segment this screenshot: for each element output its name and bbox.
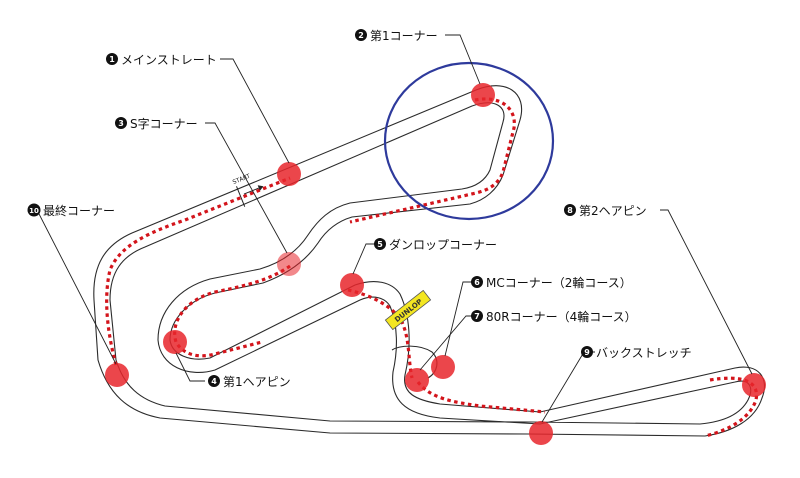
svg-text:3: 3 — [118, 119, 124, 128]
spot-final-corner — [105, 363, 129, 387]
svg-text:6: 6 — [474, 278, 480, 287]
svg-text:2: 2 — [358, 31, 364, 40]
label-dunlop-corner: 5 ダンロップコーナー — [374, 237, 497, 252]
leader-final-corner — [30, 209, 117, 365]
racing-line-dunlop — [347, 288, 414, 379]
spot-mc-corner — [431, 355, 455, 379]
svg-text:S字コーナー: S字コーナー — [130, 116, 198, 131]
racing-line-s — [173, 264, 291, 358]
label-first-corner: 2 第1コーナー — [355, 29, 438, 43]
racing-line-main — [105, 176, 291, 366]
label-mc-corner: 6 MCコーナー（2輪コース） — [471, 275, 632, 290]
spot-first-hairpin — [163, 330, 187, 354]
leader-back-stretch — [541, 351, 595, 423]
spot-dunlop-corner — [340, 273, 364, 297]
svg-text:バックストレッチ: バックストレッチ — [596, 346, 692, 360]
svg-text:MCコーナー（2輪コース）: MCコーナー（2輪コース） — [486, 275, 632, 290]
label-main-straight: 1 メインストレート — [106, 53, 217, 67]
racing-line-hairpin2 — [704, 376, 759, 438]
leader-mc — [444, 281, 472, 357]
svg-text:ダンロップコーナー: ダンロップコーナー — [389, 237, 497, 252]
leader-s-corner — [205, 122, 288, 254]
svg-text:第2ヘアピン: 第2ヘアピン — [579, 204, 647, 218]
spot-back-stretch — [529, 421, 553, 445]
leader-second-hairpin — [660, 209, 753, 375]
svg-text:9: 9 — [584, 348, 590, 357]
svg-text:メインストレート: メインストレート — [121, 53, 217, 67]
svg-text:5: 5 — [377, 240, 383, 249]
focus-circle-first-corner — [383, 61, 555, 221]
svg-text:10: 10 — [29, 207, 39, 215]
svg-text:4: 4 — [211, 377, 217, 386]
spot-s-corner — [277, 252, 301, 276]
spot-first-corner — [471, 83, 495, 107]
spot-second-hairpin — [742, 373, 766, 397]
svg-text:80Rコーナー（4輪コース）: 80Rコーナー（4輪コース） — [486, 309, 637, 324]
spot-main-straight — [277, 162, 301, 186]
svg-text:8: 8 — [567, 206, 573, 215]
svg-text:第1ヘアピン: 第1ヘアピン — [223, 375, 291, 389]
leader-first-hairpin — [175, 352, 205, 382]
leader-dunlop — [352, 243, 375, 275]
track-outline-inner — [109, 102, 752, 425]
leader-main-straight — [220, 58, 290, 164]
leader-first-corner — [445, 34, 481, 85]
svg-text:1: 1 — [109, 55, 115, 64]
label-80r-corner: 7 80Rコーナー（4輪コース） — [471, 309, 637, 324]
racing-line-turn1 — [349, 97, 516, 224]
svg-text:7: 7 — [474, 312, 480, 321]
svg-text:第1コーナー: 第1コーナー — [370, 29, 438, 43]
track-outline-outer — [93, 85, 766, 437]
label-s-corner: 3 S字コーナー — [115, 116, 198, 131]
spot-80r-corner — [405, 368, 429, 392]
svg-text:最終コーナー: 最終コーナー — [43, 203, 115, 218]
label-first-hairpin: 4 第1ヘアピン — [208, 375, 291, 389]
label-second-hairpin: 8 第2ヘアピン — [564, 204, 647, 218]
label-back-stretch: 9 バックストレッチ — [581, 346, 692, 360]
label-final-corner: 10 最終コーナー — [27, 203, 115, 218]
